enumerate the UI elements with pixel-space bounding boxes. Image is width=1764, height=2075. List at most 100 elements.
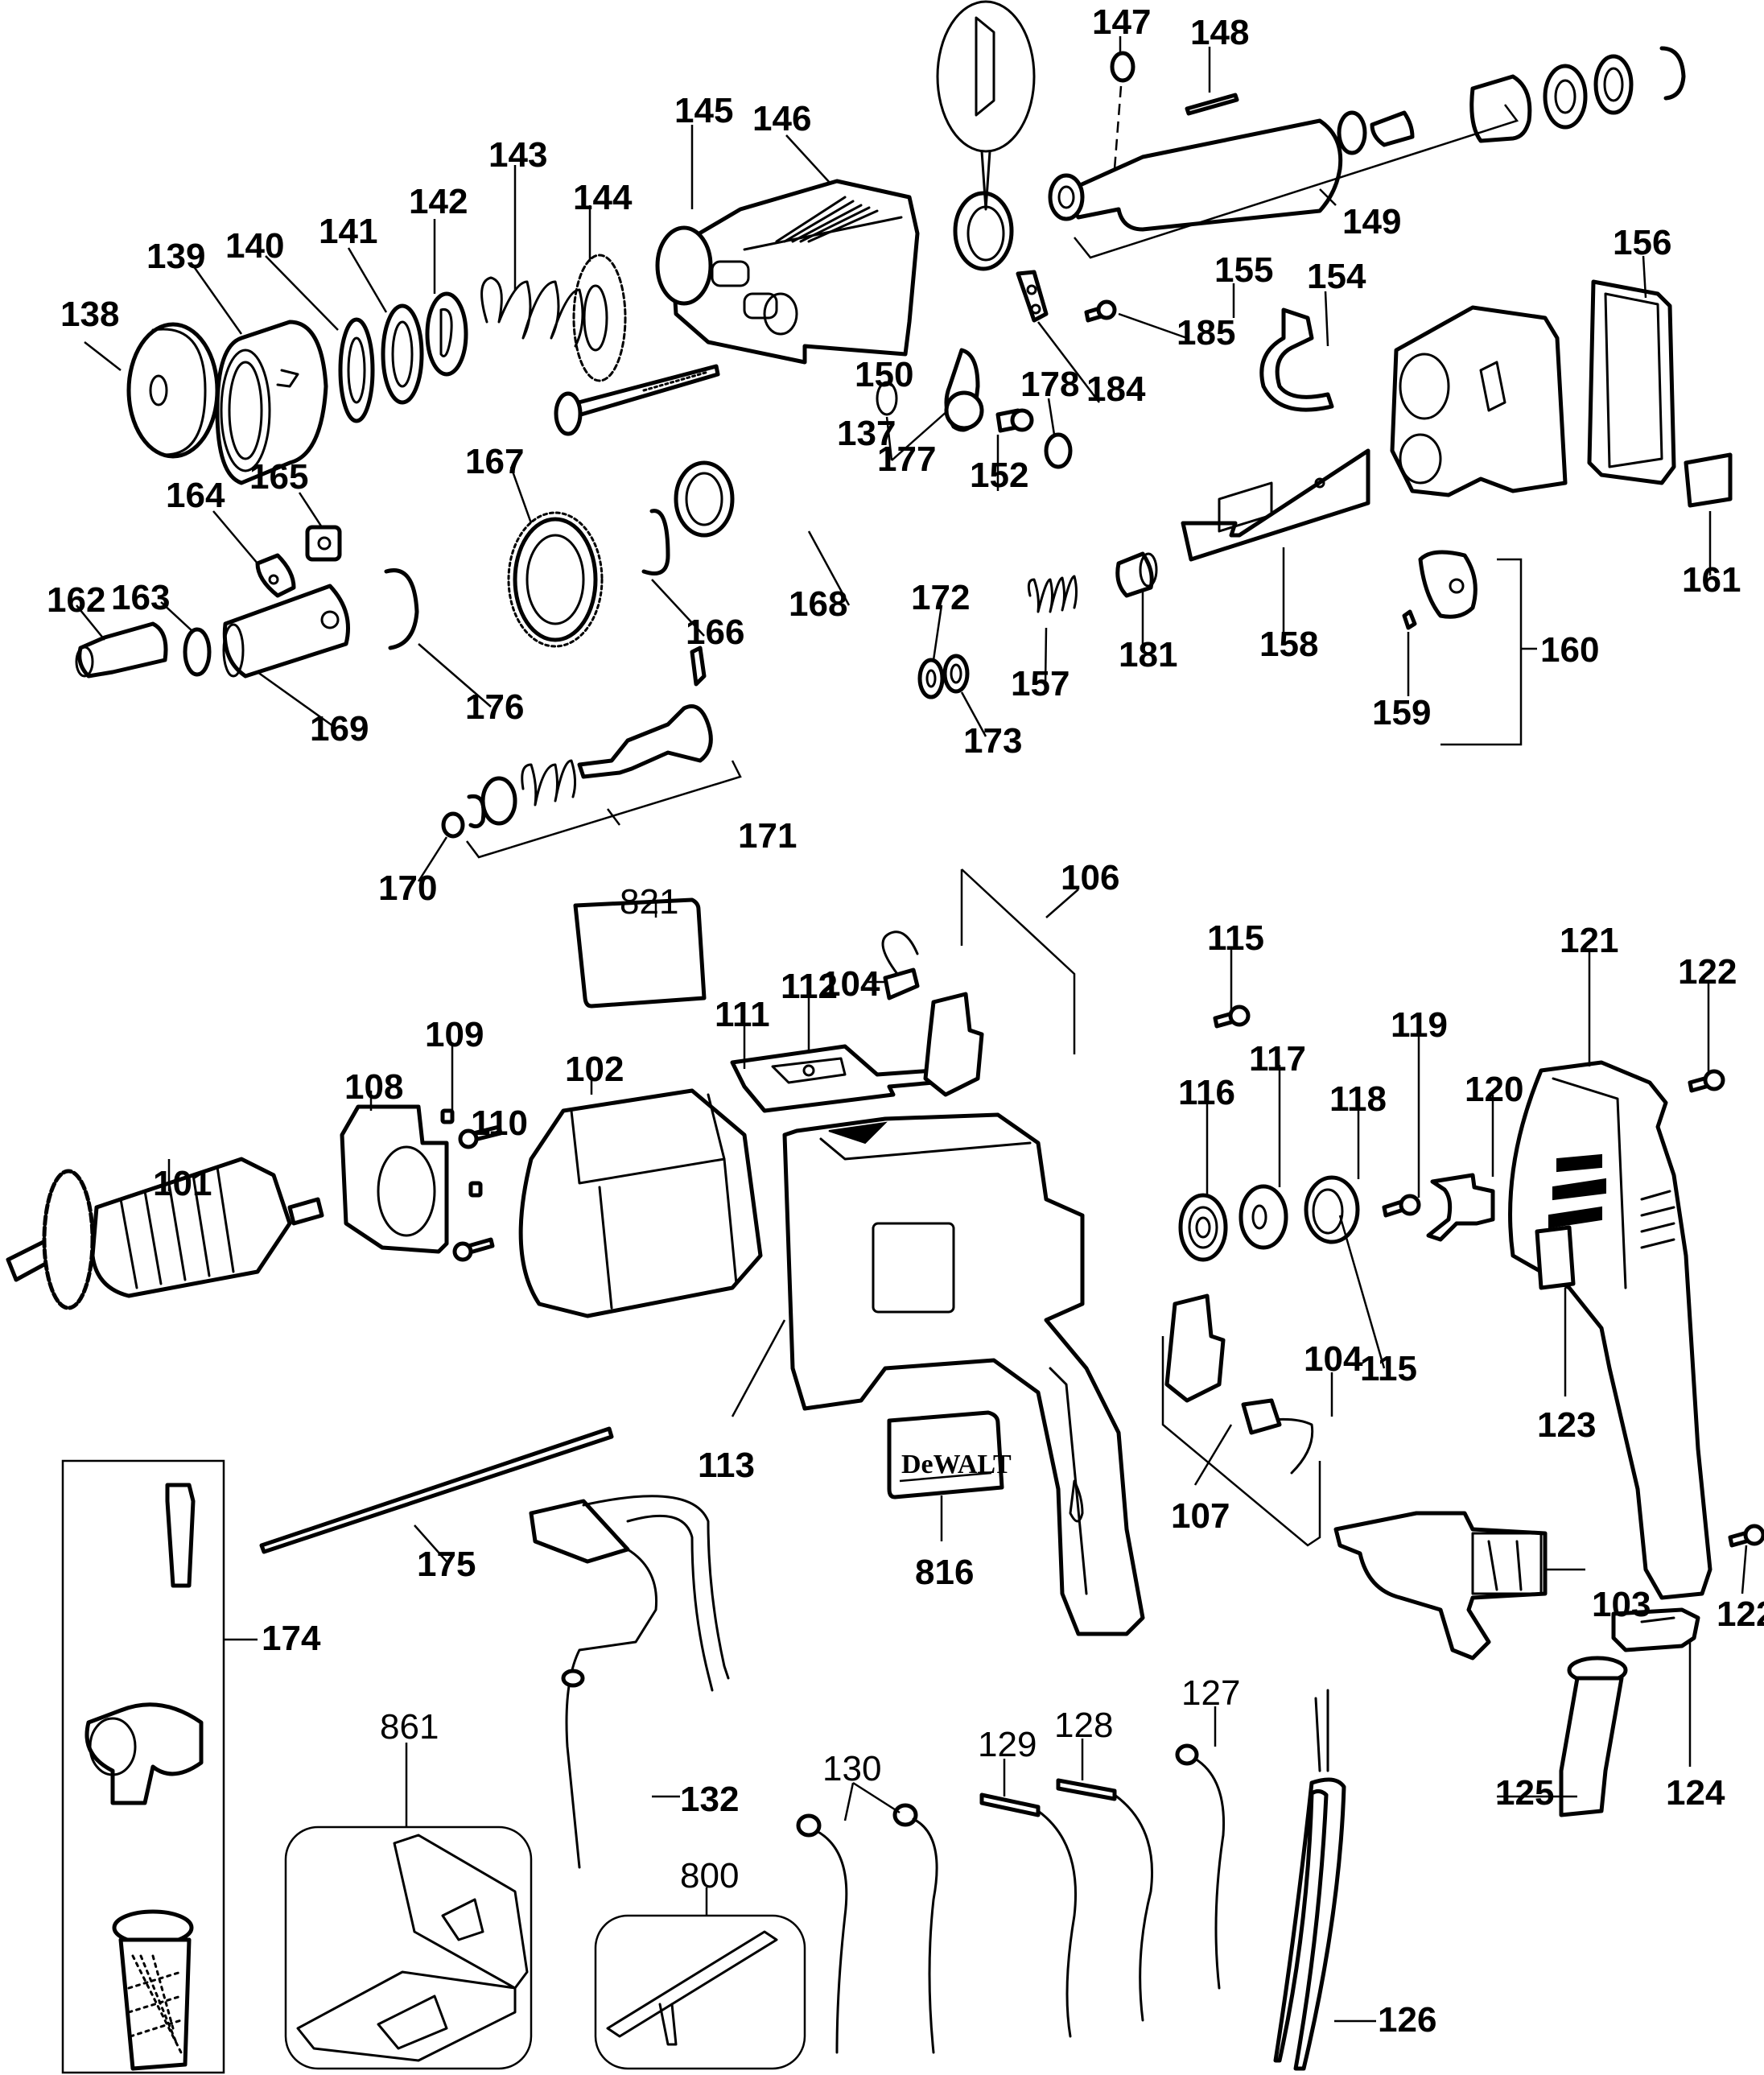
part-152-screw[interactable] [995,408,1034,433]
part-150-177-switch-knob[interactable] [876,348,984,432]
part-109-block[interactable] [440,1108,455,1124]
part-165-nut[interactable] [305,525,342,562]
part-160-selector[interactable] [1418,550,1537,746]
part-117-washer[interactable] [1239,1184,1288,1250]
part-174-auxiliary-handle[interactable] [84,1483,258,2071]
part-144-washer[interactable] [572,254,627,382]
part-173-washer[interactable] [942,654,970,694]
callout-165: 165 [249,457,308,497]
part-101-armature[interactable] [6,1157,324,1310]
part-123-block[interactable] [1535,1225,1576,1290]
callout-185: 185 [1177,313,1235,353]
part-158-plate[interactable] [1181,448,1370,562]
callout-106: 106 [1061,858,1119,897]
part-155-clip[interactable] [1259,307,1334,412]
part-139-chuck-sleeve[interactable] [215,320,328,485]
part-112-switch-plate[interactable] [730,1044,936,1113]
part-110-screws[interactable] [452,1124,503,1262]
part-121-handle-cover[interactable] [1508,1060,1712,1600]
part-141-ring[interactable] [381,303,424,405]
part-178-cap[interactable] [1044,432,1073,469]
callout-137: 137 [837,414,896,453]
part-137-long-screw[interactable] [554,364,720,436]
part-172-washer[interactable] [917,658,945,699]
part-102-field-stator[interactable] [518,1088,763,1318]
callout-132: 132 [680,1780,739,1819]
part-185-screw[interactable] [1084,299,1117,323]
part-129-wire[interactable] [979,1792,1078,2038]
part-104-carbon-brush-bottom[interactable] [1241,1398,1314,1475]
callout-150: 150 [855,355,913,394]
callout-109: 109 [425,1015,484,1054]
part-138-nose-cap[interactable] [126,322,220,459]
part-156-gasket[interactable] [1587,279,1676,485]
part-154-rear-housing[interactable] [1390,305,1568,497]
part-146-seal[interactable] [936,0,1036,271]
part-142-ring[interactable] [425,291,468,377]
part-162-striker[interactable] [75,621,168,679]
callout-139: 139 [146,237,205,276]
part-107-brush-holder[interactable] [1161,1293,1321,1547]
part-163-o-ring[interactable] [183,627,212,677]
callout-164: 164 [166,476,225,515]
part-118-bearing-sleeve[interactable] [1304,1175,1360,1244]
part-126-power-cord[interactable] [1273,1689,1376,2071]
part-164-pin[interactable] [255,553,296,598]
callout-104-top: 104 [821,964,880,1004]
part-140-washer[interactable] [338,317,375,423]
part-184-plate[interactable] [1016,270,1049,323]
callout-124: 124 [1666,1773,1725,1813]
part-175-rod[interactable] [259,1426,614,1554]
part-103-switch[interactable] [1333,1511,1548,1660]
callout-160: 160 [1540,630,1599,670]
part-115-screw-top[interactable] [1213,1004,1251,1029]
part-816-badge[interactable]: DeWALT [887,1410,1012,1500]
part-120-bracket[interactable] [1426,1173,1495,1242]
part-122-screw-top[interactable] [1688,1069,1725,1093]
part-176-circlip[interactable] [384,568,419,650]
part-130-wires[interactable] [796,1803,938,2054]
part-125-side-handle[interactable] [1559,1656,1628,1817]
part-108-brush-holder-frame[interactable] [340,1104,449,1254]
callout-158: 158 [1259,625,1318,664]
callout-138: 138 [60,295,119,334]
callout-122-top: 122 [1678,952,1737,992]
callout-110: 110 [471,1104,528,1143]
part-800-wire-tool[interactable] [594,1914,806,2070]
part-106-brush-holder[interactable] [923,868,1076,1097]
part-104-carbon-brush-top[interactable] [881,930,920,1000]
part-132-terminal-block-wires[interactable] [529,1495,730,1869]
part-116-bearing[interactable] [1178,1193,1228,1262]
callout-111: 111 [715,995,770,1034]
part-168-ring[interactable] [674,460,735,538]
part-821-label[interactable] [573,897,707,1009]
part-166-circlip[interactable] [641,509,670,575]
callout-181: 181 [1119,635,1177,674]
part-127-wire[interactable] [1175,1743,1226,1990]
part-119-screw[interactable] [1382,1194,1421,1218]
part-124-collar[interactable] [1611,1607,1700,1652]
part-147-ball[interactable] [1110,51,1135,170]
part-171-intermediate-shaft[interactable] [466,646,742,859]
part-157-spring[interactable] [1027,575,1078,613]
callout-143: 143 [488,135,547,175]
part-122-screw-bottom[interactable] [1728,1524,1764,1548]
part-167-gear[interactable] [507,511,604,648]
callout-108: 108 [344,1067,403,1107]
part-181-sleeve[interactable] [1115,551,1158,598]
callout-115-bottom: 115 [1360,1349,1417,1388]
part-861-carry-case[interactable] [284,1825,533,2070]
part-170-nut[interactable] [441,811,465,839]
part-113-motor-housing[interactable] [782,1112,1145,1636]
part-145-gear-housing[interactable] [655,179,920,365]
part-159-pin[interactable] [1402,609,1417,630]
part-128-wire[interactable] [1056,1778,1154,2022]
callout-119: 119 [1391,1005,1448,1045]
part-169-barrel[interactable] [222,584,350,679]
part-143-spring[interactable] [480,276,584,348]
part-161-pad[interactable] [1684,452,1733,508]
part-148-pin[interactable] [1185,93,1239,116]
callout-169: 169 [310,709,369,749]
callout-154: 154 [1307,257,1366,296]
part-149-spindle-assembly[interactable] [1048,46,1686,259]
